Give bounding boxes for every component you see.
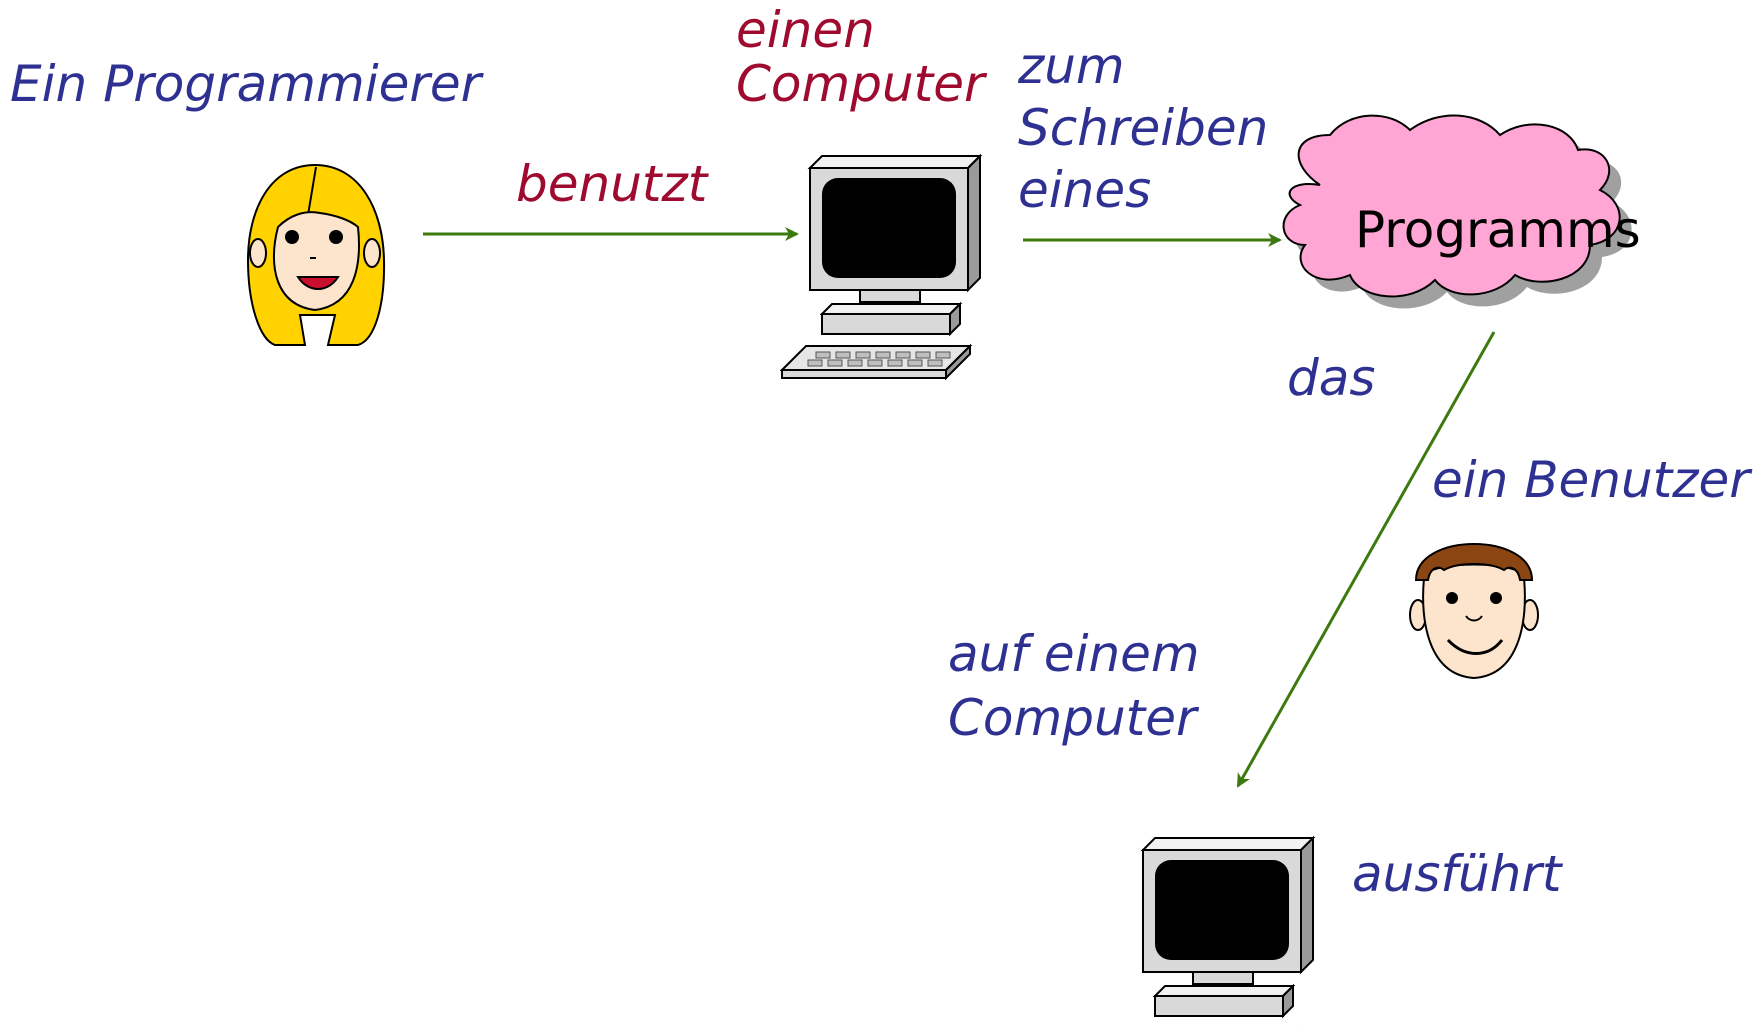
label-that: das bbox=[1287, 349, 1376, 407]
label-programmer: Ein Programmierer bbox=[10, 55, 482, 113]
programmer-face-icon bbox=[246, 163, 386, 346]
label-purpose-line1: zum bbox=[1018, 37, 1125, 95]
label-computer-1-line2: Computer bbox=[736, 55, 985, 113]
computer-icon bbox=[1114, 837, 1314, 1026]
arrow-program-to-computer bbox=[1236, 331, 1496, 788]
label-purpose-line2: Schreiben bbox=[1018, 99, 1269, 157]
label-on-computer-line2: Computer bbox=[948, 689, 1197, 747]
cloud-icon bbox=[1282, 114, 1632, 309]
label-executes: ausführt bbox=[1352, 845, 1562, 903]
label-program: Programms bbox=[1355, 201, 1641, 259]
label-on-computer-line1: auf einem bbox=[948, 625, 1200, 683]
label-computer-1-line1: einen bbox=[736, 1, 875, 59]
user-face-icon bbox=[1409, 543, 1539, 680]
label-uses: benutzt bbox=[516, 155, 708, 213]
computer-icon bbox=[781, 155, 981, 379]
label-purpose-line3: eines bbox=[1018, 161, 1152, 219]
label-user: ein Benutzer bbox=[1432, 451, 1750, 509]
